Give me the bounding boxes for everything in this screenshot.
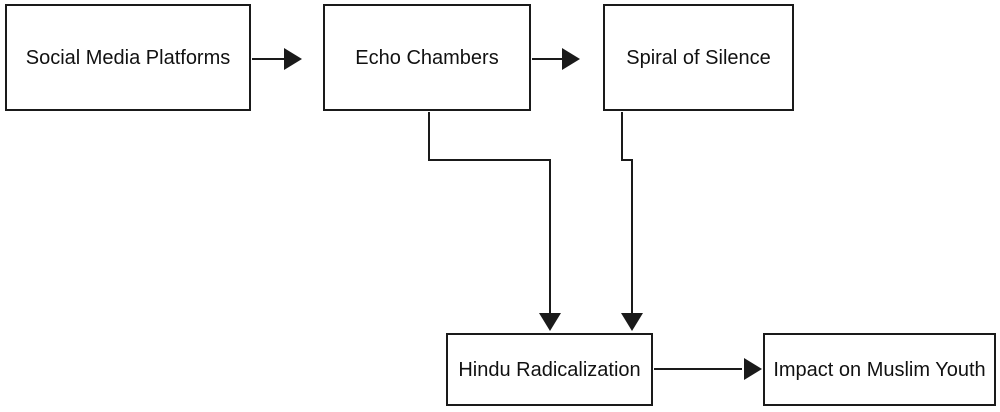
node-spiral-of-silence: Spiral of Silence bbox=[603, 4, 794, 111]
node-hindu-radicalization: Hindu Radicalization bbox=[446, 333, 653, 406]
arrow-spiral-to-hindu bbox=[621, 112, 633, 313]
node-label: Echo Chambers bbox=[355, 46, 499, 69]
node-label: Impact on Muslim Youth bbox=[773, 358, 986, 381]
node-impact-on-muslim-youth: Impact on Muslim Youth bbox=[763, 333, 996, 406]
arrowhead-echo-to-hindu bbox=[539, 313, 561, 331]
node-social-media-platforms: Social Media Platforms bbox=[5, 4, 251, 111]
node-label: Social Media Platforms bbox=[25, 46, 231, 69]
arrow-echo-to-hindu bbox=[428, 112, 551, 313]
arrowhead-spiral-to-hindu bbox=[621, 313, 643, 331]
node-label: Hindu Radicalization bbox=[458, 358, 641, 381]
arrowhead-hindu-to-impact bbox=[744, 358, 762, 380]
node-echo-chambers: Echo Chambers bbox=[323, 4, 531, 111]
arrowhead-social-to-echo bbox=[284, 48, 302, 70]
node-label: Spiral of Silence bbox=[626, 46, 771, 69]
arrowhead-echo-to-spiral bbox=[562, 48, 580, 70]
